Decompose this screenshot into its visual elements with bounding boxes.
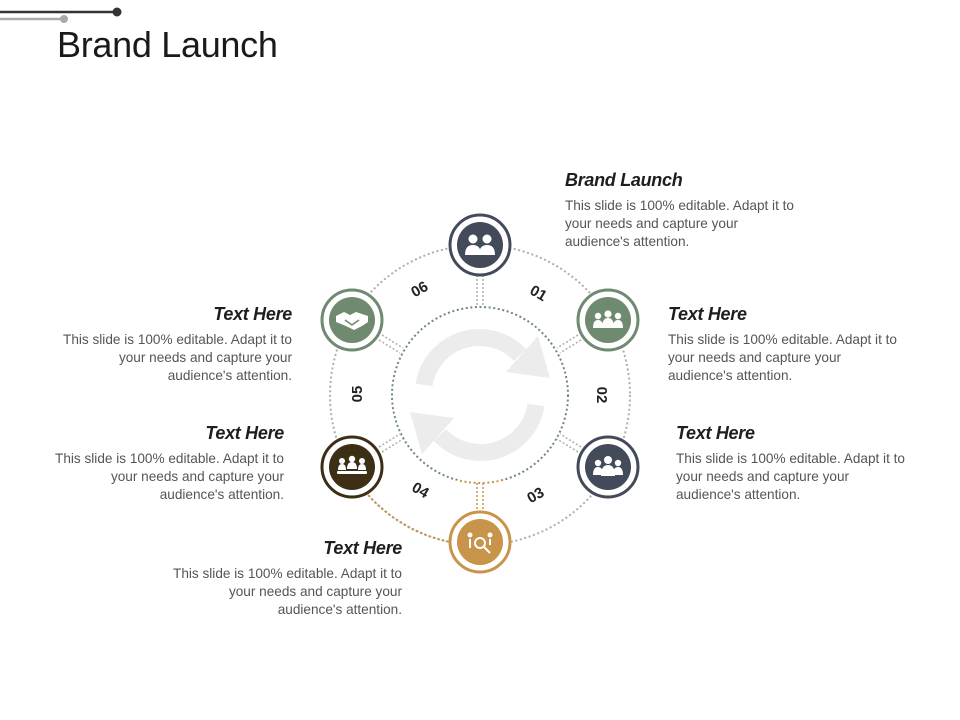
step-node-06 [320, 288, 384, 352]
step-node-01 [448, 213, 512, 277]
step-node-04 [448, 510, 512, 574]
refresh-arrowhead-bottom [410, 412, 454, 454]
inner-ring-gold [453, 480, 507, 484]
step-number-03: 03 [524, 484, 547, 507]
step-body-05: This slide is 100% editable. Adapt it to… [55, 451, 284, 502]
gender-search-icon [467, 532, 493, 554]
step-text-01: Brand Launch This slide is 100% editable… [565, 170, 805, 251]
step-body-03: This slide is 100% editable. Adapt it to… [676, 451, 905, 502]
refresh-cycle-icon [415, 329, 545, 461]
connector-01 [476, 275, 484, 307]
step-text-05: Text Here This slide is 100% editable. A… [44, 423, 284, 504]
step-number-01: 01 [527, 282, 550, 305]
step-body-04: This slide is 100% editable. Adapt it to… [173, 566, 402, 617]
users-pair-icon [465, 234, 495, 255]
step-heading-06: Text Here [213, 304, 292, 324]
step-text-03: Text Here This slide is 100% editable. A… [676, 423, 916, 504]
step-node-05 [320, 435, 384, 499]
step-body-06: This slide is 100% editable. Adapt it to… [63, 332, 292, 383]
connector-03 [556, 433, 582, 453]
step-text-04: Text Here This slide is 100% editable. A… [162, 538, 402, 619]
refresh-arrowhead-top [506, 336, 550, 378]
step-text-02: Text Here This slide is 100% editable. A… [668, 304, 908, 385]
team-meeting-icon [337, 455, 367, 474]
step-body-02: This slide is 100% editable. Adapt it to… [668, 332, 897, 383]
inner-ring [391, 306, 569, 480]
handshake-icon [336, 312, 368, 330]
connector-06 [378, 334, 404, 354]
connector-04 [476, 483, 484, 512]
step-number-06: 06 [408, 278, 431, 301]
team-group-icon [593, 456, 623, 476]
step-number-05: 05 [349, 386, 366, 403]
step-heading-02: Text Here [668, 304, 747, 324]
step-heading-01: Brand Launch [565, 170, 683, 190]
team-group-icon [593, 310, 623, 328]
step-heading-04: Text Here [323, 538, 402, 558]
step-number-02: 02 [593, 387, 610, 404]
step-text-06: Text Here This slide is 100% editable. A… [52, 304, 292, 385]
step-heading-03: Text Here [676, 423, 755, 443]
step-node-02 [576, 288, 640, 352]
outer-ring [329, 244, 631, 546]
connector-05 [378, 433, 404, 453]
step-body-01: This slide is 100% editable. Adapt it to… [565, 198, 794, 249]
step-node-03 [576, 435, 640, 499]
header-decoration [0, 7, 122, 23]
connector-02 [556, 334, 582, 354]
page-title: Brand Launch [57, 24, 278, 65]
step-number-04: 04 [409, 479, 433, 502]
step-heading-05: Text Here [205, 423, 284, 443]
